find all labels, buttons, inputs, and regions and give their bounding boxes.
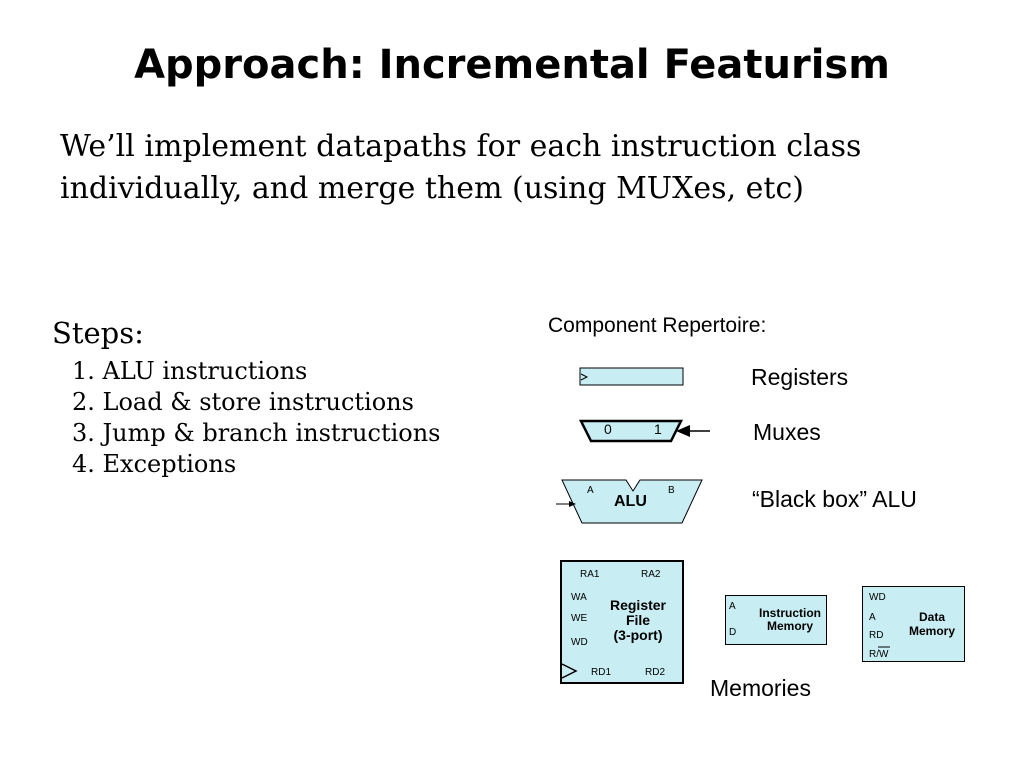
data-memory-rd: RD [869,630,884,641]
memories-label: Memories [710,675,811,701]
register-file-ra2: RA2 [641,569,661,580]
data-memory-line-1: Data [918,610,945,624]
black-box-alu-label: “Black box” ALU [752,486,917,512]
data-memory-a: A [869,612,876,623]
register-file-rd2: RD2 [645,667,666,678]
data-memory-wd: WD [869,592,886,603]
mux-input-1: 1 [654,421,662,437]
register-file-line-3: (3-port) [613,627,663,643]
instruction-memory-title: Instruction Memory [752,607,828,633]
mux-input-0: 0 [604,421,612,437]
alu-input-b: B [668,485,675,496]
register-file-rd1: RD1 [591,667,612,678]
data-memory-line-2: Memory [908,624,955,638]
register-file-line-2: File [625,612,651,628]
instruction-memory-a: A [729,601,736,612]
write-bar-icon [878,646,890,648]
register-file-ra1: RA1 [580,569,600,580]
intro-text: We’ll implement datapaths for each instr… [60,126,980,210]
mux-symbol [578,419,684,443]
intro-line-1: We’ll implement datapaths for each instr… [60,129,862,164]
alu-symbol [556,479,703,524]
registers-label: Registers [751,364,849,390]
step-item: 1. ALU instructions [72,357,308,385]
instruction-memory-d: D [729,627,737,638]
alu-name: ALU [614,493,647,510]
register-file-wd: WD [571,637,588,648]
steps-heading: Steps: [52,316,144,350]
steps-list: 1. ALU instructions 2. Load & store inst… [72,356,440,480]
data-memory-rw: R/W [869,649,889,660]
register-file-we: WE [571,613,588,624]
instruction-memory-line-2: Memory [766,619,813,633]
register-file-wa: WA [571,592,587,603]
mux-select-arrow-icon [676,425,710,437]
muxes-label: Muxes [753,419,821,445]
instruction-memory-line-1: Instruction [759,606,821,620]
intro-line-2: individually, and merge them (using MUXe… [60,171,804,206]
component-repertoire-heading: Component Repertoire: [548,314,767,337]
register-file-title: Register File (3-port) [598,598,678,643]
register-file-symbol [560,560,684,684]
alu-input-a: A [587,485,594,496]
slide-title: Approach: Incremental Featurism [134,42,890,88]
data-memory-symbol [862,586,965,662]
step-item: 3. Jump & branch instructions [72,419,441,447]
step-item: 4. Exceptions [72,450,237,478]
instruction-memory-symbol [725,595,827,645]
clock-input-icon [561,663,578,679]
step-item: 2. Load & store instructions [72,388,414,416]
data-memory-title: Data Memory [901,610,963,638]
register-file-line-1: Register [609,597,667,613]
register-symbol [579,367,684,386]
